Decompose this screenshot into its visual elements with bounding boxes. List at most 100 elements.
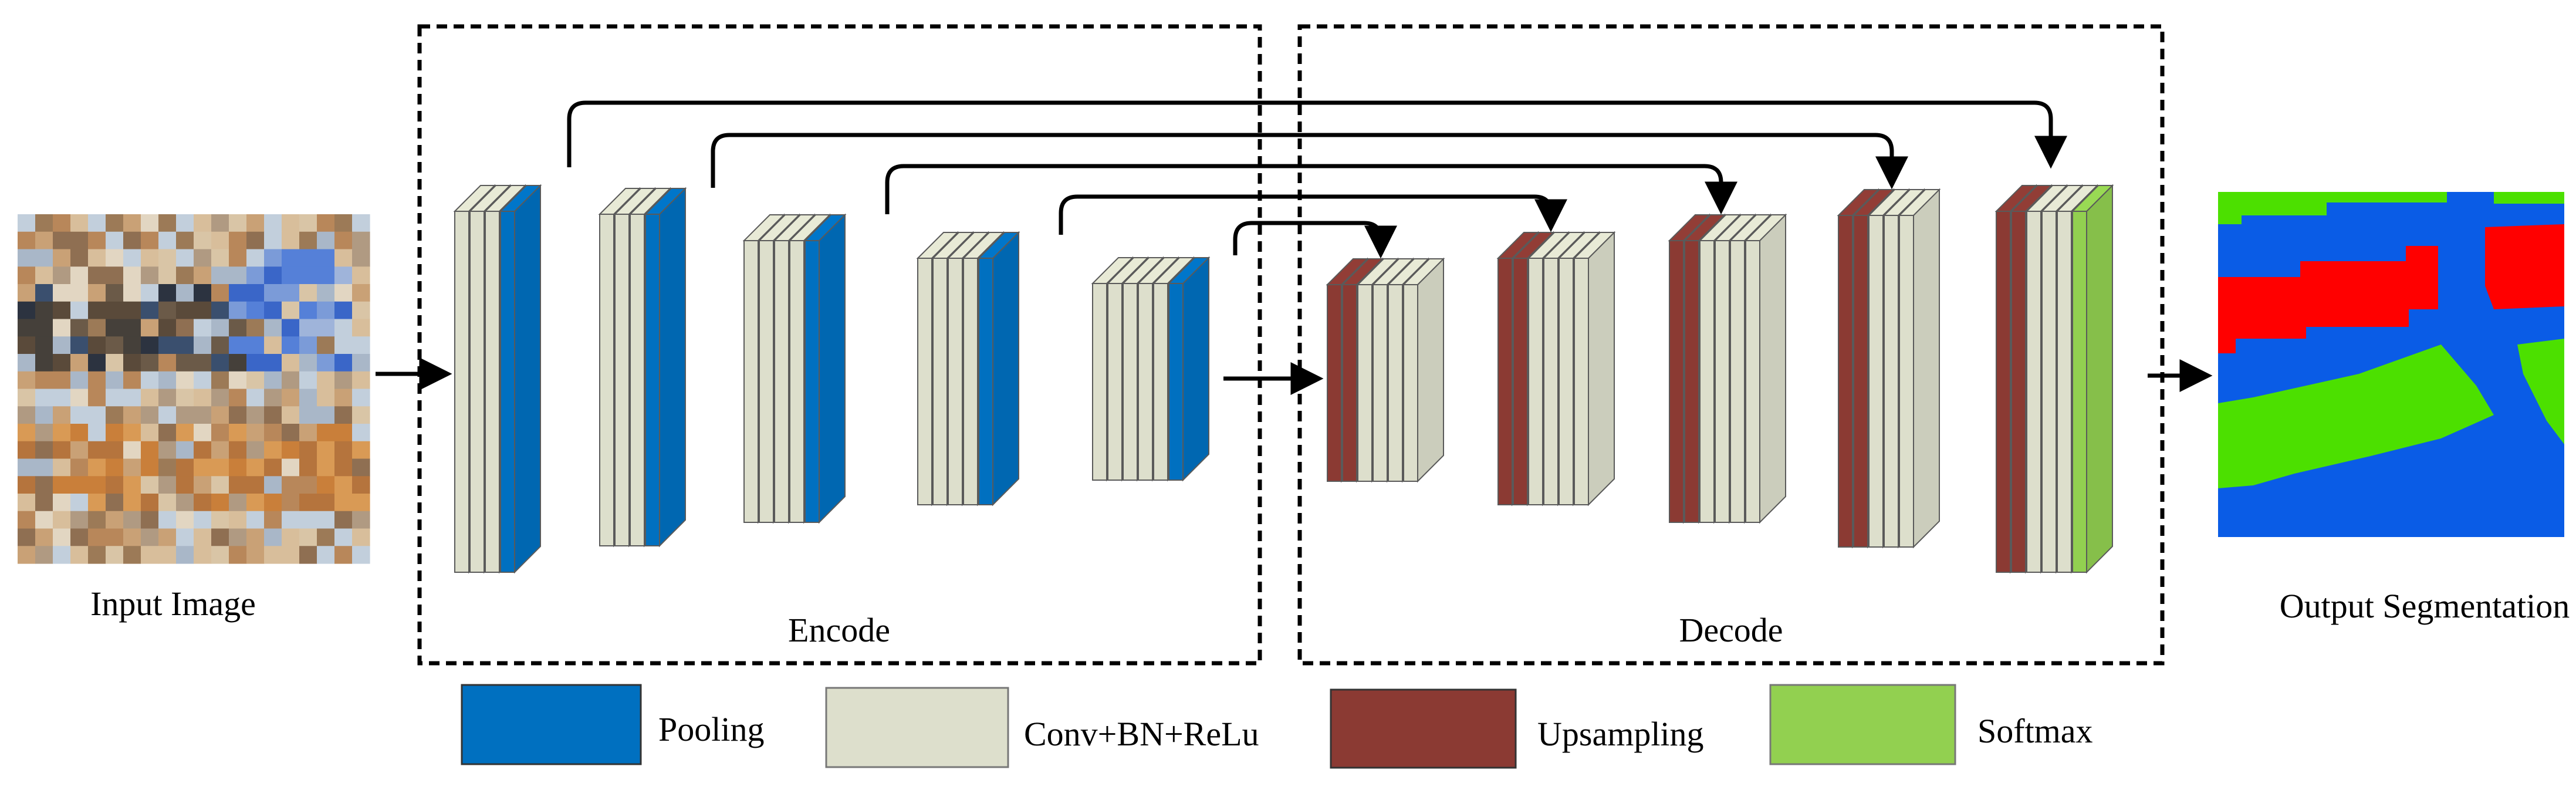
legend-swatch-upsampling [1330, 688, 1517, 769]
conv-layer [1138, 283, 1153, 481]
conv-layer [1388, 284, 1403, 482]
upsampling-layer [1669, 240, 1684, 523]
pooling-layer [645, 214, 660, 546]
conv-layer [1899, 215, 1914, 548]
conv-layer [932, 258, 948, 505]
conv-layer-side [1417, 257, 1444, 483]
skip-connection-3 [885, 164, 1737, 215]
conv-layer [1107, 283, 1123, 481]
legend-swatch-pooling [461, 684, 642, 765]
output-segmentation-label: Output Segmentation [2280, 587, 2570, 625]
conv-layer [2041, 211, 2057, 573]
conv-layer [1403, 284, 1418, 482]
decoder-stage-2 [1496, 231, 1616, 507]
conv-layer [454, 211, 469, 573]
conv-layer [948, 258, 963, 505]
conv-layer [1884, 215, 1899, 548]
skip-connection-1 [567, 100, 2067, 169]
conv-layer [774, 240, 789, 523]
pooling-layer-side [819, 213, 846, 524]
softmax-layer [2072, 211, 2087, 573]
conv-layer [599, 214, 614, 546]
decode-box [1297, 24, 2165, 666]
conv-layer [2026, 211, 2041, 573]
conv-layer [1868, 215, 1884, 548]
conv-layer [614, 214, 630, 546]
legend-swatch-softmax [1769, 684, 1956, 765]
pooling-layer-side [1182, 256, 1209, 482]
skip-connection-5 [1233, 221, 1397, 259]
legend-label-upsampling: Upsampling [1537, 715, 1704, 753]
legend-label-softmax: Softmax [1977, 712, 2093, 750]
encoder-stage-4 [916, 231, 1020, 507]
skip-connection-4 [1059, 194, 1567, 235]
conv-layer-side [1759, 213, 1786, 524]
conv-layer [1153, 283, 1168, 481]
conv-layer [1372, 284, 1388, 482]
conv-layer [1730, 240, 1745, 523]
segmentation-green-top [2218, 192, 2447, 224]
upsampling-layer [1838, 215, 1853, 548]
conv-layer [2057, 211, 2072, 573]
decode-label: Decode [1679, 611, 1783, 649]
conv-layer [485, 211, 500, 573]
encoder-stage-1 [453, 184, 542, 574]
pooling-layer [804, 240, 820, 523]
upsampling-layer [1996, 211, 2011, 573]
skip-connection-2 [711, 133, 1908, 190]
conv-layer [1528, 258, 1543, 505]
conv-layer [1574, 258, 1589, 505]
layer-stacks [453, 184, 2114, 574]
conv-layer [469, 211, 485, 573]
pooling-layer-side [992, 231, 1019, 507]
pooling-layer [500, 211, 515, 573]
conv-layer [1715, 240, 1730, 523]
segmentation-red-right [2485, 224, 2564, 309]
conv-layer [743, 240, 759, 523]
encode-label: Encode [788, 611, 890, 649]
input-image-label: Input Image [90, 585, 256, 623]
legend: Pooling Conv+BN+ReLu Upsampling Softmax [461, 684, 2093, 769]
pooling-layer [978, 258, 993, 505]
pooling-layer [1168, 283, 1184, 481]
pooling-layer-side [659, 187, 686, 548]
legend-label-conv: Conv+BN+ReLu [1024, 715, 1259, 753]
upsampling-layer [1853, 215, 1868, 548]
input-image [18, 214, 370, 564]
legend-swatch-conv [825, 687, 1009, 768]
conv-layer [630, 214, 645, 546]
legend-label-pooling: Pooling [658, 710, 765, 748]
decoder-stage-3 [1668, 213, 1787, 524]
conv-layer [1123, 283, 1138, 481]
conv-layer [917, 258, 932, 505]
encoder-stage-2 [598, 187, 687, 548]
segmentation-green-top-right [2494, 192, 2564, 204]
upsampling-layer [1513, 258, 1528, 505]
encoder-stage-5 [1091, 256, 1211, 482]
encode-box [417, 24, 1262, 666]
segmentation-green-right [2517, 339, 2564, 444]
conv-layer [1699, 240, 1715, 523]
conv-layer [1543, 258, 1559, 505]
conv-layer [1745, 240, 1760, 523]
upsampling-layer [1327, 284, 1342, 482]
conv-layer-side [1588, 231, 1615, 507]
conv-layer [1559, 258, 1574, 505]
conv-layer [1357, 284, 1372, 482]
segmentation-green-band [2218, 345, 2494, 488]
upsampling-layer [1342, 284, 1357, 482]
segmentation-red-band [2218, 246, 2438, 353]
output-segmentation [2218, 192, 2564, 537]
pooling-layer-side [514, 184, 541, 574]
decoder-stage-4 [1837, 188, 1941, 549]
upsampling-layer [1684, 240, 1699, 523]
decoder-stage-5 [1994, 184, 2114, 574]
decoder-stage-1 [1326, 257, 1445, 483]
upsampling-layer [1497, 258, 1513, 505]
conv-layer [789, 240, 804, 523]
conv-layer [963, 258, 978, 505]
upsampling-layer [2011, 211, 2026, 573]
softmax-layer-side [2086, 184, 2113, 574]
conv-layer [759, 240, 774, 523]
